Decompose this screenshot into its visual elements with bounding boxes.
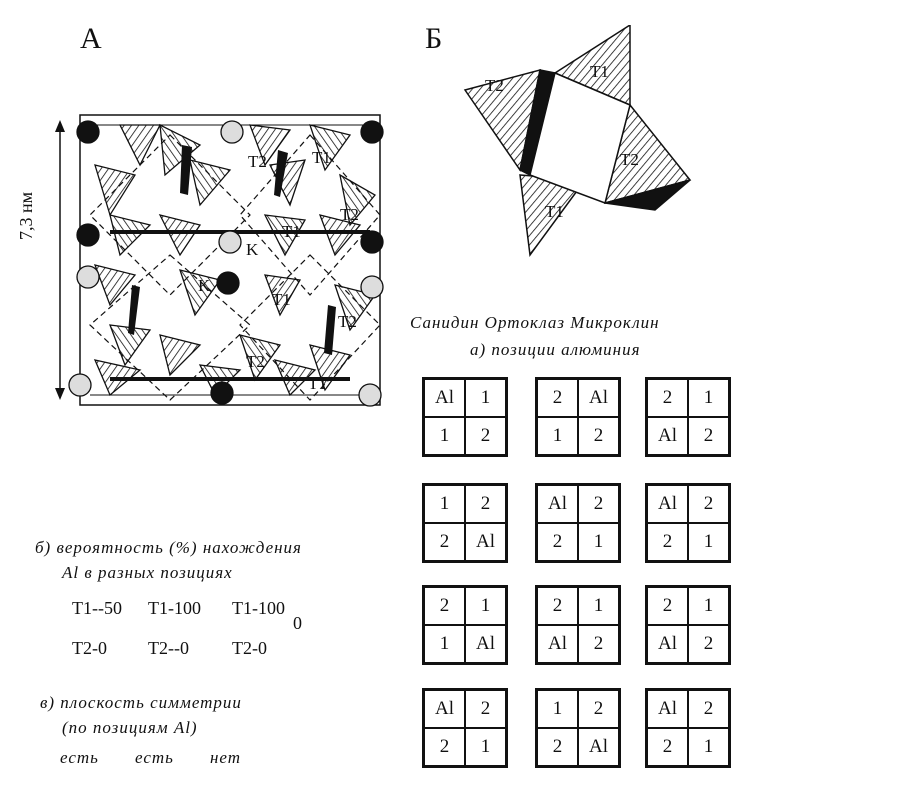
tetrahedra-diagram: T2 T1 T2 T1: [463, 25, 692, 257]
grid-cell: 1: [537, 690, 578, 728]
grid-cell: 1: [465, 587, 506, 625]
t1-value: T1-100: [232, 598, 285, 618]
grid-cell: Al: [537, 485, 578, 523]
grid-cell: 2: [647, 379, 688, 417]
grid-cell: Al: [424, 690, 465, 728]
grid-cell: 2: [537, 523, 578, 561]
structure-label: T1: [282, 222, 301, 241]
tetra-label: T2: [485, 76, 504, 95]
grid-cell: 1: [424, 625, 465, 663]
t2-value: T2--0: [148, 638, 189, 658]
symmetry-answer: есть: [60, 748, 99, 767]
grid-cell: 2: [647, 523, 688, 561]
grid-cell: Al: [465, 625, 506, 663]
scale-arrow: [55, 120, 65, 400]
structure-label: T2: [246, 352, 265, 371]
structure-label: T2: [338, 312, 357, 331]
feldspar-structure-diagram: T2 T1 T2 T1 K K T1 T2 T2 T1: [68, 114, 384, 407]
grid-cell: Al: [578, 379, 619, 417]
grid-cell: 2: [578, 485, 619, 523]
grid-cell: 2: [424, 587, 465, 625]
t2-value: T2-0: [72, 638, 107, 658]
grid-cell: 2: [688, 485, 729, 523]
grid-cell: 2: [424, 728, 465, 766]
structure-label: T1: [272, 290, 291, 309]
structure-label: T2: [248, 152, 267, 171]
structure-label: K: [198, 276, 211, 295]
grid-cell: 1: [465, 728, 506, 766]
grid-cell: 2: [537, 379, 578, 417]
grid-cell: 1: [465, 379, 506, 417]
grid-cell: 2: [465, 417, 506, 455]
grid-cell: 1: [688, 728, 729, 766]
grid-cell: 2: [537, 728, 578, 766]
section-b-line1: б) вероятность (%) нахождения: [35, 538, 302, 557]
structure-label: T2: [340, 205, 359, 224]
section-b-line2: Al в разных позициях: [62, 563, 233, 582]
grid-cell: Al: [424, 379, 465, 417]
grid-cell: Al: [647, 690, 688, 728]
grid-cell: 2: [647, 587, 688, 625]
grid-cell: 1: [688, 379, 729, 417]
grid-cell: 2: [688, 417, 729, 455]
structure-label: T1: [308, 374, 327, 393]
grid-cell: Al: [647, 485, 688, 523]
tetra-label: T1: [545, 202, 564, 221]
grid-cell: 2: [424, 523, 465, 561]
tetra-label: T1: [590, 62, 609, 81]
grid-cell: Al: [537, 625, 578, 663]
grid-cell: 1: [578, 587, 619, 625]
grid-cell: 2: [537, 587, 578, 625]
symmetry-answer: есть: [135, 748, 174, 767]
symmetry-answer: нет: [210, 748, 242, 767]
grid-cell: Al: [647, 625, 688, 663]
structure-label: T1: [312, 148, 331, 167]
structure-label: K: [246, 240, 259, 259]
grid-cell: Al: [578, 728, 619, 766]
panel-b-label: Б: [425, 22, 443, 55]
grid-cell: 1: [537, 417, 578, 455]
grid-cell: 2: [688, 690, 729, 728]
grid-cell: 1: [424, 417, 465, 455]
t2-value: T2-0: [232, 638, 267, 658]
scale-label: 7,3 нм: [16, 191, 36, 240]
grid-cell: 1: [688, 587, 729, 625]
section-c-line2: (по позициям Al): [62, 718, 198, 737]
grid-cell: 2: [465, 485, 506, 523]
grid-cell: 2: [647, 728, 688, 766]
grid-cell: 2: [465, 690, 506, 728]
grid-cell: 1: [424, 485, 465, 523]
grid-cell: 1: [578, 523, 619, 561]
grid-cell: 2: [578, 417, 619, 455]
t1-extra: 0: [293, 613, 302, 633]
grid-cell: 1: [688, 523, 729, 561]
grid-cell: 2: [578, 690, 619, 728]
section-c-line1: в) плоскость симметрии: [40, 693, 242, 712]
grid-cell: Al: [465, 523, 506, 561]
tetra-label: T2: [620, 150, 639, 169]
grid-cell: 2: [578, 625, 619, 663]
panel-a-label: А: [80, 22, 102, 55]
grid-cell: Al: [647, 417, 688, 455]
grid-cell: 2: [688, 625, 729, 663]
t1-value: T1-100: [148, 598, 201, 618]
t1-value: T1--50: [72, 598, 122, 618]
section-a-title: а) позиции алюминия: [470, 340, 641, 359]
minerals-header: Санидин Ортоклаз Микроклин: [410, 313, 660, 332]
